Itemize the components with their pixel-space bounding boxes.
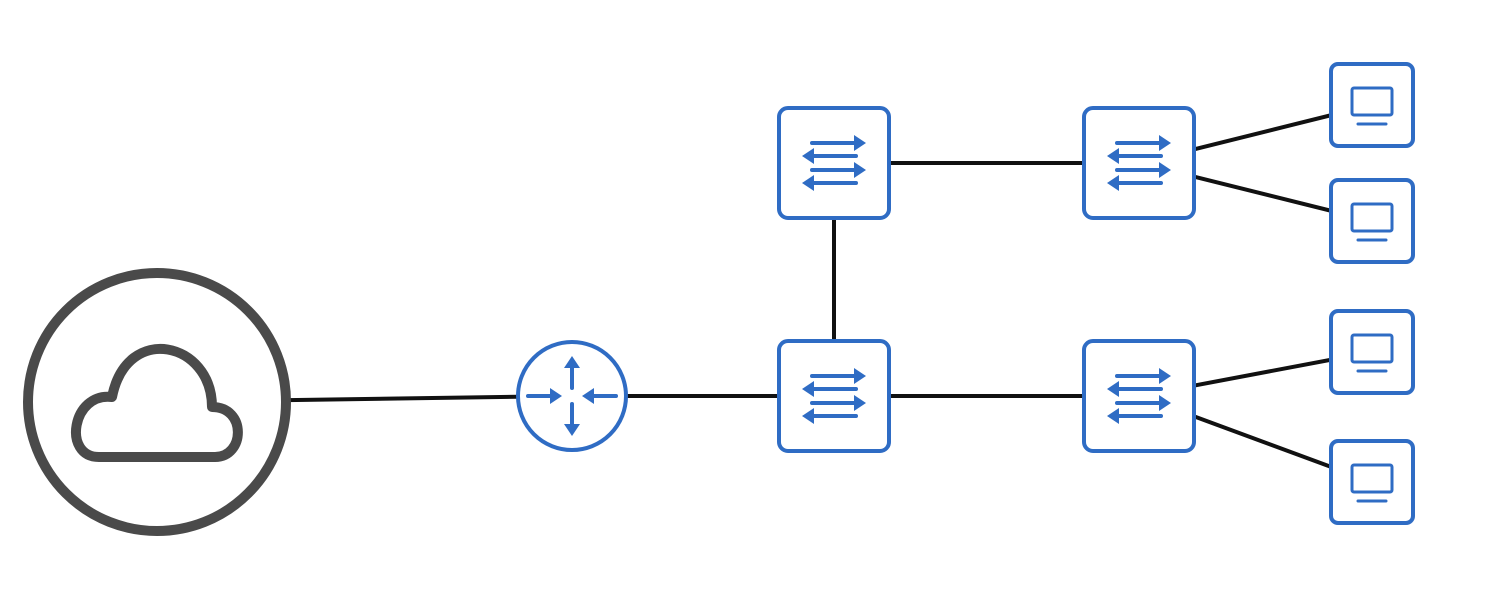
switch-arrow-4-left-head bbox=[802, 175, 814, 191]
switch-arrow-2-left-head bbox=[1107, 148, 1119, 164]
cloud-ring bbox=[23, 268, 291, 536]
switch-arrow-1-right-head bbox=[1159, 368, 1171, 384]
switch-body bbox=[1082, 339, 1196, 453]
computer-body bbox=[1329, 178, 1415, 264]
switch-arrow-3-right-head bbox=[854, 395, 866, 411]
switch-arrow-1-right-head bbox=[854, 368, 866, 384]
computer-4-computer-icon bbox=[1329, 439, 1415, 525]
cloud-shape bbox=[71, 343, 243, 462]
switch-access-1-switch-icon bbox=[1082, 106, 1196, 220]
switch-arrow-3-right-head bbox=[1159, 162, 1171, 178]
switch-arrow-4-left-head bbox=[802, 408, 814, 424]
switch-arrow-4-left-head bbox=[1107, 408, 1119, 424]
switch-body bbox=[777, 106, 891, 220]
monitor-screen bbox=[1350, 463, 1394, 494]
switch-arrow-3-right-head bbox=[1159, 395, 1171, 411]
monitor-screen bbox=[1350, 202, 1394, 233]
switch-access-2-switch-icon bbox=[1082, 339, 1196, 453]
monitor-screen bbox=[1350, 333, 1394, 364]
computer-body bbox=[1329, 439, 1415, 525]
router-router-icon bbox=[516, 340, 628, 452]
nodes-layer bbox=[23, 62, 1415, 536]
router-arrow-down-head bbox=[564, 424, 580, 436]
switch-arrow-2-left-head bbox=[1107, 381, 1119, 397]
computer-body bbox=[1329, 62, 1415, 148]
switch-arrow-2-left-head bbox=[802, 148, 814, 164]
switch-arrow-1-right-head bbox=[1159, 135, 1171, 151]
monitor-screen bbox=[1350, 86, 1394, 117]
switch-arrow-1-right-head bbox=[854, 135, 866, 151]
computer-1-computer-icon bbox=[1329, 62, 1415, 148]
computer-2-computer-icon bbox=[1329, 178, 1415, 264]
switch-arrow-4-left-head bbox=[1107, 175, 1119, 191]
switch-body bbox=[777, 339, 891, 453]
router-arrow-up-head bbox=[564, 356, 580, 368]
router-arrow-left-in-head bbox=[550, 388, 562, 404]
computer-body bbox=[1329, 309, 1415, 395]
switch-arrow-2-left-head bbox=[802, 381, 814, 397]
switch-core-switch-icon bbox=[777, 339, 891, 453]
router-arrow-right-in-head bbox=[582, 388, 594, 404]
switch-body bbox=[1082, 106, 1196, 220]
internet-cloud-icon bbox=[23, 268, 291, 536]
switch-arrow-3-right-head bbox=[854, 162, 866, 178]
switch-upper-switch-icon bbox=[777, 106, 891, 220]
computer-3-computer-icon bbox=[1329, 309, 1415, 395]
router-body bbox=[516, 340, 628, 452]
